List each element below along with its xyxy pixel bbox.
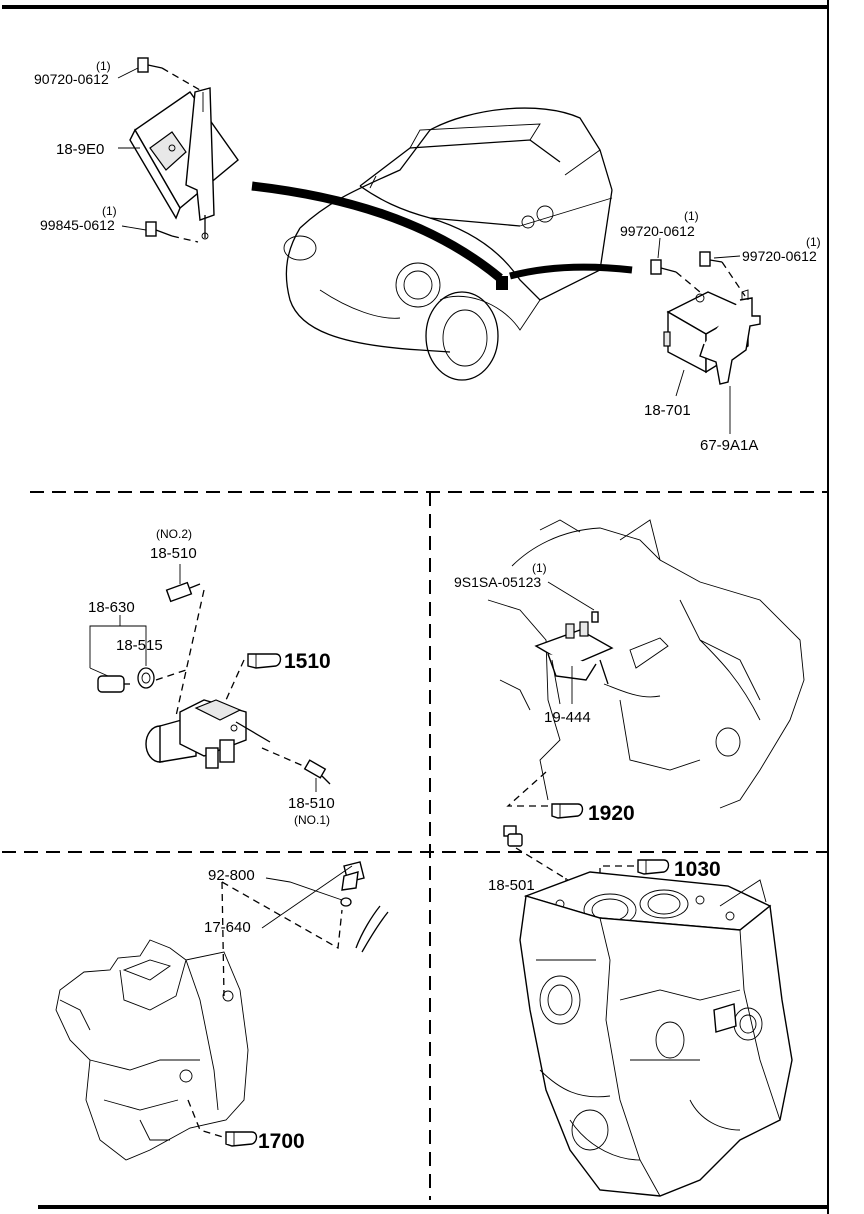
sensor-18-501	[503, 825, 523, 847]
gearbox-case	[55, 939, 249, 1161]
label-sensor-no2-note: (NO.2)	[156, 527, 192, 541]
section-sensor-group: (NO.2) 18-510 18-630 18-515 1510 18-510 …	[88, 527, 335, 827]
label-bolt-right1: 99720-0612	[620, 223, 695, 239]
car-illustration	[283, 107, 613, 381]
hand-pointer-icon	[637, 859, 670, 875]
label-sensor-no1: 18-510	[288, 795, 335, 812]
label-sensor-19-444: 19-444	[544, 709, 591, 726]
label-switch: 18-630	[88, 599, 135, 616]
label-sensor-18-501: 18-501	[488, 877, 535, 894]
label-bolt-top: 90720-0612	[34, 71, 109, 87]
section-speedometer: 17-640 92-800 1700	[55, 861, 389, 1161]
label-module-right: 18-701	[644, 402, 691, 419]
switch-18-630	[97, 675, 130, 693]
engine-block	[519, 871, 793, 1197]
sensor-no1	[303, 759, 331, 792]
label-washer: 18-515	[116, 637, 163, 654]
label-gasket: 92-800	[208, 867, 255, 884]
label-bolt-right2: 99720-0612	[742, 248, 817, 264]
label-sensor-no2: 18-510	[150, 545, 197, 562]
label-ref-1030: 1030	[674, 858, 721, 881]
label-bolt: 9S1SA-05123	[454, 574, 541, 590]
washer-18-515	[137, 667, 155, 689]
bolt-right-2	[699, 251, 746, 297]
bolt-right-1	[650, 259, 701, 293]
control-module-left	[129, 87, 239, 240]
label-bolt-right1-qty: (1)	[684, 209, 699, 223]
section-transmission-sensor: (1) 9S1SA-05123 19-444 1920	[454, 519, 805, 825]
label-ref-1920: 1920	[588, 802, 635, 825]
label-bolt-bottom-qty: (1)	[102, 204, 117, 218]
speedometer-cable	[341, 861, 389, 953]
label-module-left: 18-9E0	[56, 141, 104, 158]
label-bolt-right2-qty: (1)	[806, 235, 821, 249]
label-ref-1700: 1700	[258, 1130, 305, 1153]
label-bracket-right: 67-9A1A	[700, 437, 758, 454]
label-bolt-bottom: 99845-0612	[40, 217, 115, 233]
hand-pointer-icon	[247, 653, 282, 669]
control-module-right	[663, 289, 761, 385]
bolt-bottom-left	[145, 221, 199, 243]
label-bolt-top-qty: (1)	[96, 59, 111, 73]
label-bolt-qty: (1)	[532, 561, 547, 575]
label-ref-1510: 1510	[284, 650, 331, 673]
section-engine-control: (1) 90720-0612 18-9E0 (1) 99845-0612	[34, 57, 821, 454]
hand-pointer-icon	[551, 803, 584, 819]
sensor-no2	[165, 564, 205, 717]
gasket-92-800	[340, 897, 352, 907]
label-sensor-no1-note: (NO.1)	[294, 813, 330, 827]
bolt-top-left	[137, 57, 201, 91]
frame	[2, 0, 829, 1214]
label-cable: 17-640	[204, 919, 251, 936]
transmission-housing	[487, 519, 805, 809]
section-engine-block: 18-501 1030	[488, 825, 793, 1197]
hand-pointer-icon	[225, 1131, 258, 1147]
vacuum-valve-assembly	[145, 699, 271, 769]
